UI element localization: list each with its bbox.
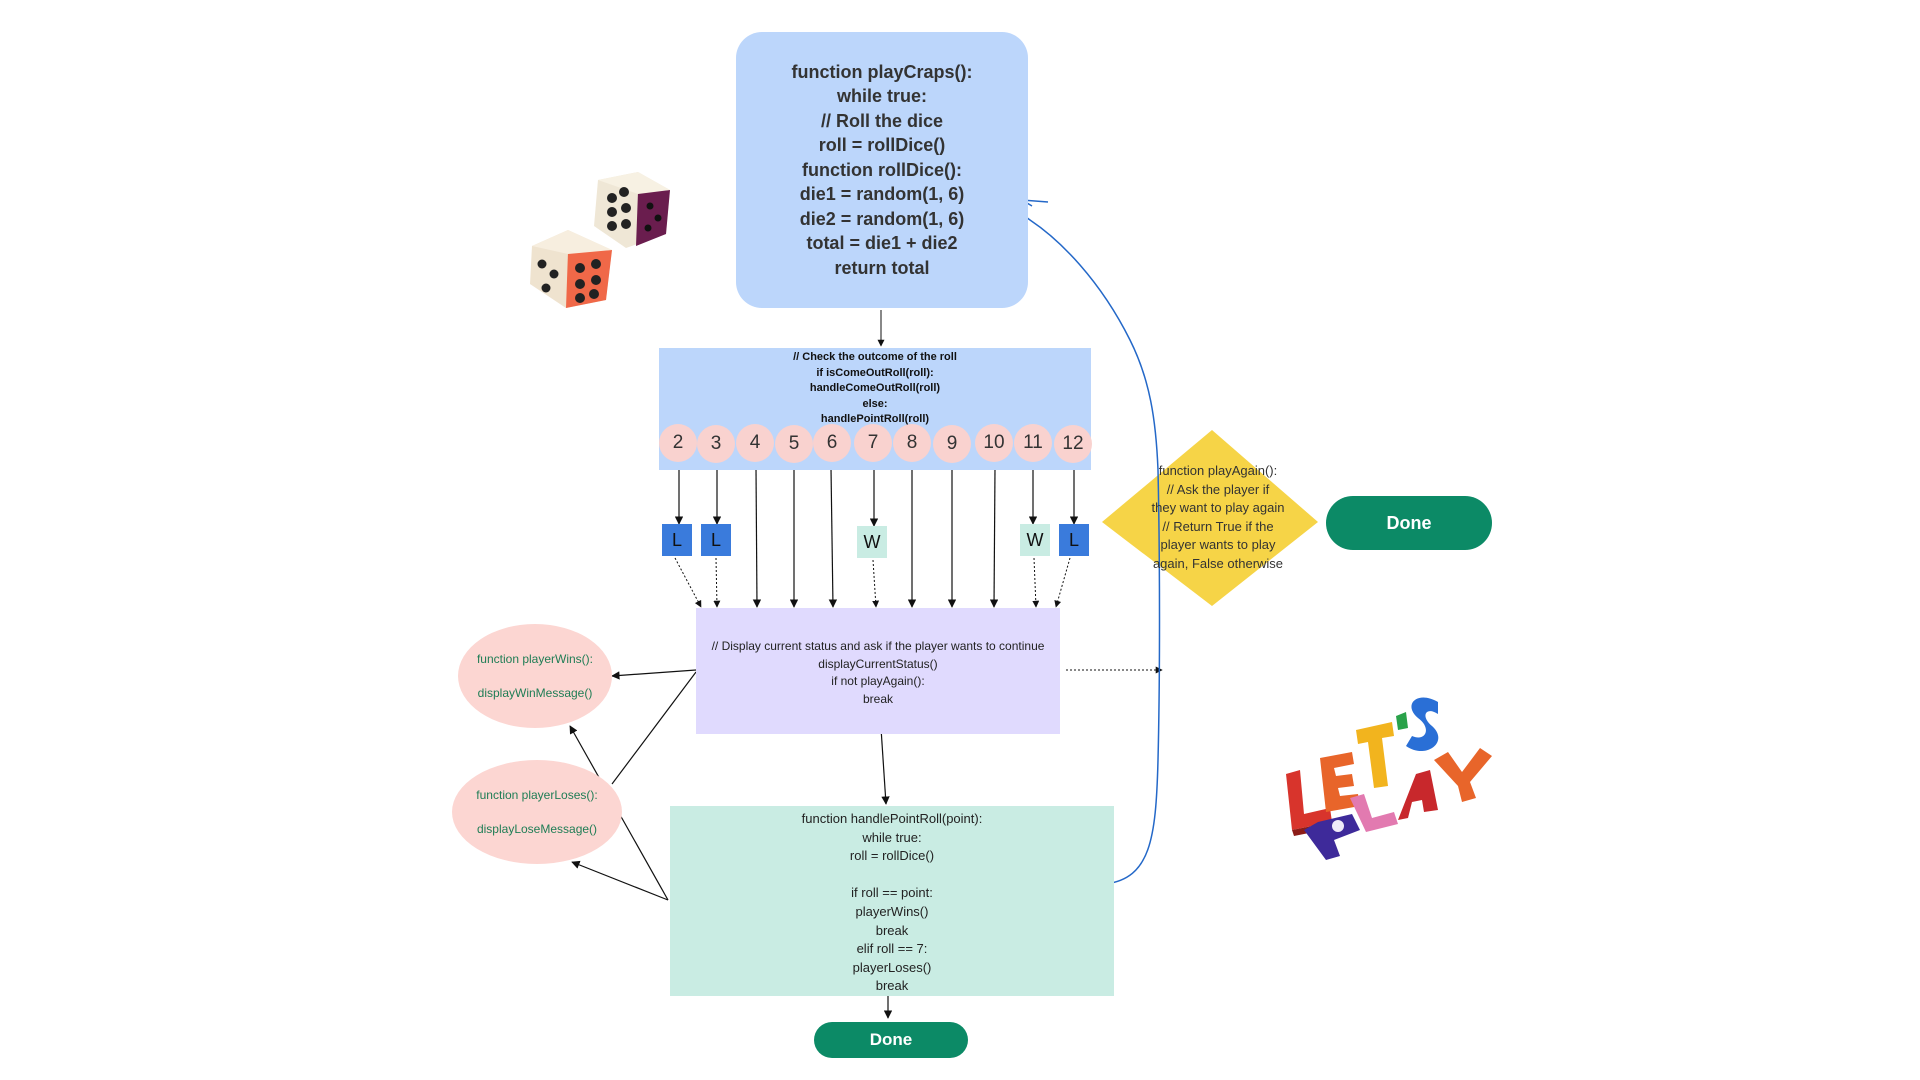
arrow-roll-6 (828, 467, 838, 608)
arrow-roll-10 (989, 467, 999, 608)
dotted-3 (713, 557, 721, 608)
play-again-diamond (1102, 430, 1318, 606)
letter-l2 (1350, 794, 1398, 832)
done-bottom-terminal: Done (814, 1022, 968, 1058)
arrow-status-to-point (880, 727, 890, 805)
play-craps-code: function playCraps(): while true: // Rol… (791, 61, 973, 278)
roll-10-circle: 10 (975, 424, 1013, 462)
roll-7-circle: 7 (854, 424, 892, 462)
back-die (594, 172, 670, 248)
play-again-code: function playAgain(): // Ask the player … (1151, 463, 1285, 571)
letter-e (1320, 752, 1360, 812)
roll-12-loss-label: L (1059, 524, 1089, 556)
roll-11-win-label: W (1020, 524, 1050, 556)
dice-illustration (530, 172, 670, 308)
play-craps-box: function playCraps(): while true: // Rol… (736, 32, 1028, 308)
roll-6-circle: 6 (813, 424, 851, 462)
dotted-12 (1054, 557, 1071, 608)
front-die (530, 230, 612, 308)
dotted-2 (674, 557, 702, 608)
letter-a (1398, 770, 1438, 820)
letter-p (1304, 814, 1360, 860)
roll-12-circle: 12 (1054, 425, 1092, 463)
player-wins-ellipse: function playerWins(): displayWinMessage… (458, 624, 612, 728)
roll-11-circle: 11 (1014, 424, 1052, 462)
check-outcome-code: // Check the outcome of the roll if isCo… (793, 351, 957, 426)
roll-3-loss-label: L (701, 524, 731, 556)
roll-7-win-label: W (857, 526, 887, 558)
player-loses-code: function playerLoses(): displayLoseMessa… (476, 787, 598, 836)
lets-play-3d-letters (1286, 697, 1492, 860)
check-outcome-box: // Check the outcome of the roll if isCo… (659, 348, 1092, 470)
handle-point-roll-code: function handlePointRoll(point): while t… (801, 811, 983, 994)
status-code: // Display current status and ask if the… (711, 639, 1045, 706)
letter-y (1434, 748, 1492, 802)
player-wins-code: function playerWins(): displayWinMessage… (476, 651, 594, 700)
roll-9-circle: 9 (933, 425, 971, 463)
status-box: // Display current status and ask if the… (696, 608, 1060, 734)
arrow-point-to-loses (571, 860, 669, 901)
letter-apostrophe (1396, 712, 1408, 730)
roll-3-circle: 3 (697, 425, 735, 463)
letter-s (1406, 697, 1439, 752)
handle-point-roll-box: function handlePointRoll(point): while t… (670, 806, 1114, 996)
roll-4-circle: 4 (736, 424, 774, 462)
dotted-7 (872, 559, 880, 608)
arrow-status-to-wins (611, 669, 697, 680)
letter-t (1356, 722, 1394, 788)
roll-5-circle: 5 (775, 425, 813, 463)
player-loses-ellipse: function playerLoses(): displayLoseMessa… (452, 760, 622, 864)
done-right-terminal: Done (1326, 496, 1492, 550)
dotted-11 (1032, 557, 1040, 608)
roll-8-circle: 8 (893, 424, 931, 462)
loop-back-arrow (1018, 199, 1161, 885)
line-status-to-loses (611, 671, 697, 785)
arrow-roll-4 (752, 467, 762, 608)
roll-2-loss-label: L (662, 524, 692, 556)
roll-2-circle: 2 (659, 424, 697, 462)
